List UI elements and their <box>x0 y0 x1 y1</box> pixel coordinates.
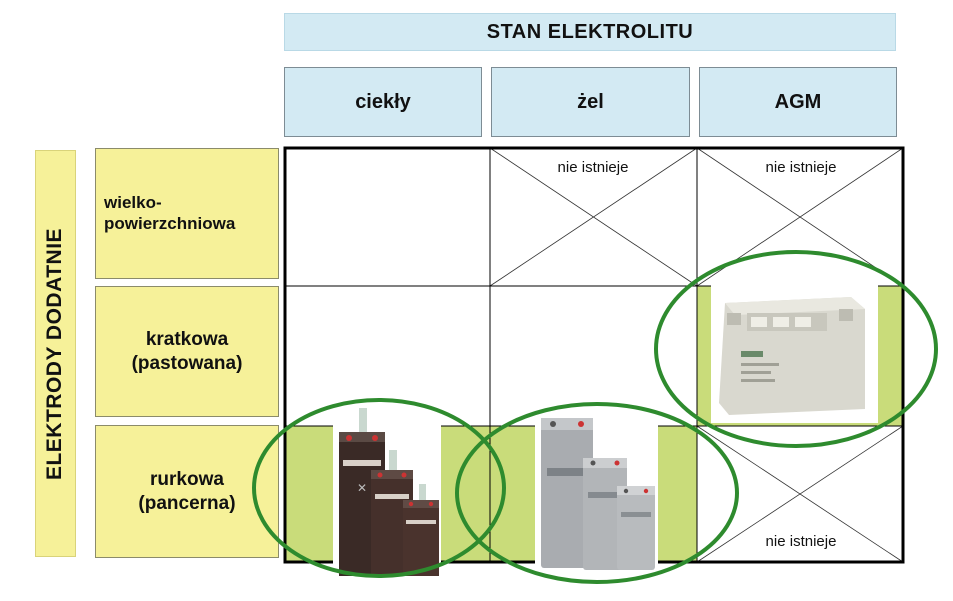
flooded-battery-icon: ✕ <box>339 408 439 576</box>
flooded-battery-photo: ✕ <box>333 402 441 576</box>
column-header-ciekly: ciekły <box>284 67 482 137</box>
top-header-stan-elektrolitu: STAN ELEKTROLITU <box>284 13 896 51</box>
cell-label-agm-wielkopowierzchniowa: nie istnieje <box>765 159 837 176</box>
cell-label-agm-rurkowa: nie istnieje <box>765 533 837 550</box>
agm-battery-photo <box>711 283 878 423</box>
row-header-line: powierzchniowa <box>104 213 236 233</box>
row-header-rurkowa: rurkowa (pancerna) <box>95 425 279 558</box>
row-header-line: wielko- <box>104 192 162 212</box>
row-header-kratkowa: kratkowa (pastowana) <box>95 286 279 417</box>
cell-label-zel-wielkopowierzchniowa: nie istnieje <box>557 159 629 176</box>
column-header-agm: AGM <box>699 67 897 137</box>
svg-text:✕: ✕ <box>357 481 367 495</box>
side-header-elektrody-dodatnie: ELEKTRODY DODATNIE <box>35 150 76 557</box>
row-header-line: rurkowa <box>150 469 224 491</box>
gel-battery-photo <box>535 408 658 573</box>
column-header-zel: żel <box>491 67 690 137</box>
row-header-line: (pastowana) <box>131 352 243 374</box>
agm-battery-icon <box>719 297 865 415</box>
row-header-line: (pancerna) <box>138 492 236 514</box>
row-header-wielkopowierzchniowa: wielko- powierzchniowa <box>95 148 279 279</box>
gel-battery-icon <box>541 418 655 570</box>
row-header-line: kratkowa <box>145 329 229 351</box>
